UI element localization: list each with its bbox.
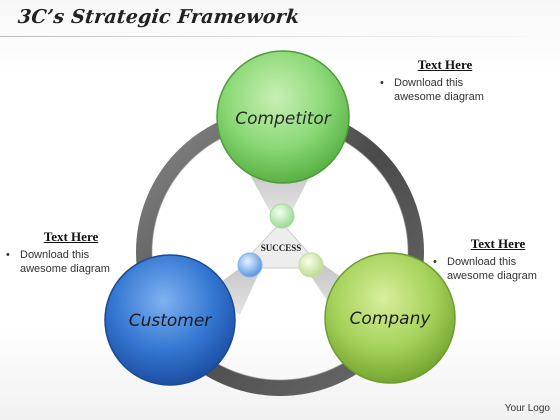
- note-right: Text Here Download this awesome diagram: [433, 236, 560, 283]
- note-top-right: Text Here Download this awesome diagram: [380, 57, 510, 104]
- logo-text: Your Logo: [504, 403, 550, 414]
- note-left: Text Here Download this awesome diagram: [6, 229, 136, 276]
- customer-label: Customer: [129, 311, 213, 331]
- title-divider: [0, 36, 560, 37]
- center-success-label: SUCCESS: [261, 243, 302, 253]
- company-label: Company: [350, 309, 432, 329]
- small-sphere-blue: [237, 252, 263, 278]
- small-sphere-green: [269, 203, 295, 229]
- competitor-circle: Competitor: [216, 50, 350, 184]
- small-sphere-lime: [298, 252, 324, 278]
- note-right-heading: Text Here: [470, 236, 526, 251]
- note-left-bullet: Download this awesome diagram: [6, 248, 136, 276]
- note-top-right-bullet: Download this awesome diagram: [380, 76, 510, 104]
- note-left-heading: Text Here: [43, 229, 99, 244]
- company-circle: Company: [324, 252, 456, 384]
- note-right-bullet: Download this awesome diagram: [433, 255, 560, 283]
- competitor-label: Competitor: [235, 109, 332, 129]
- customer-circle: Customer: [104, 254, 236, 386]
- note-top-right-heading: Text Here: [417, 57, 473, 72]
